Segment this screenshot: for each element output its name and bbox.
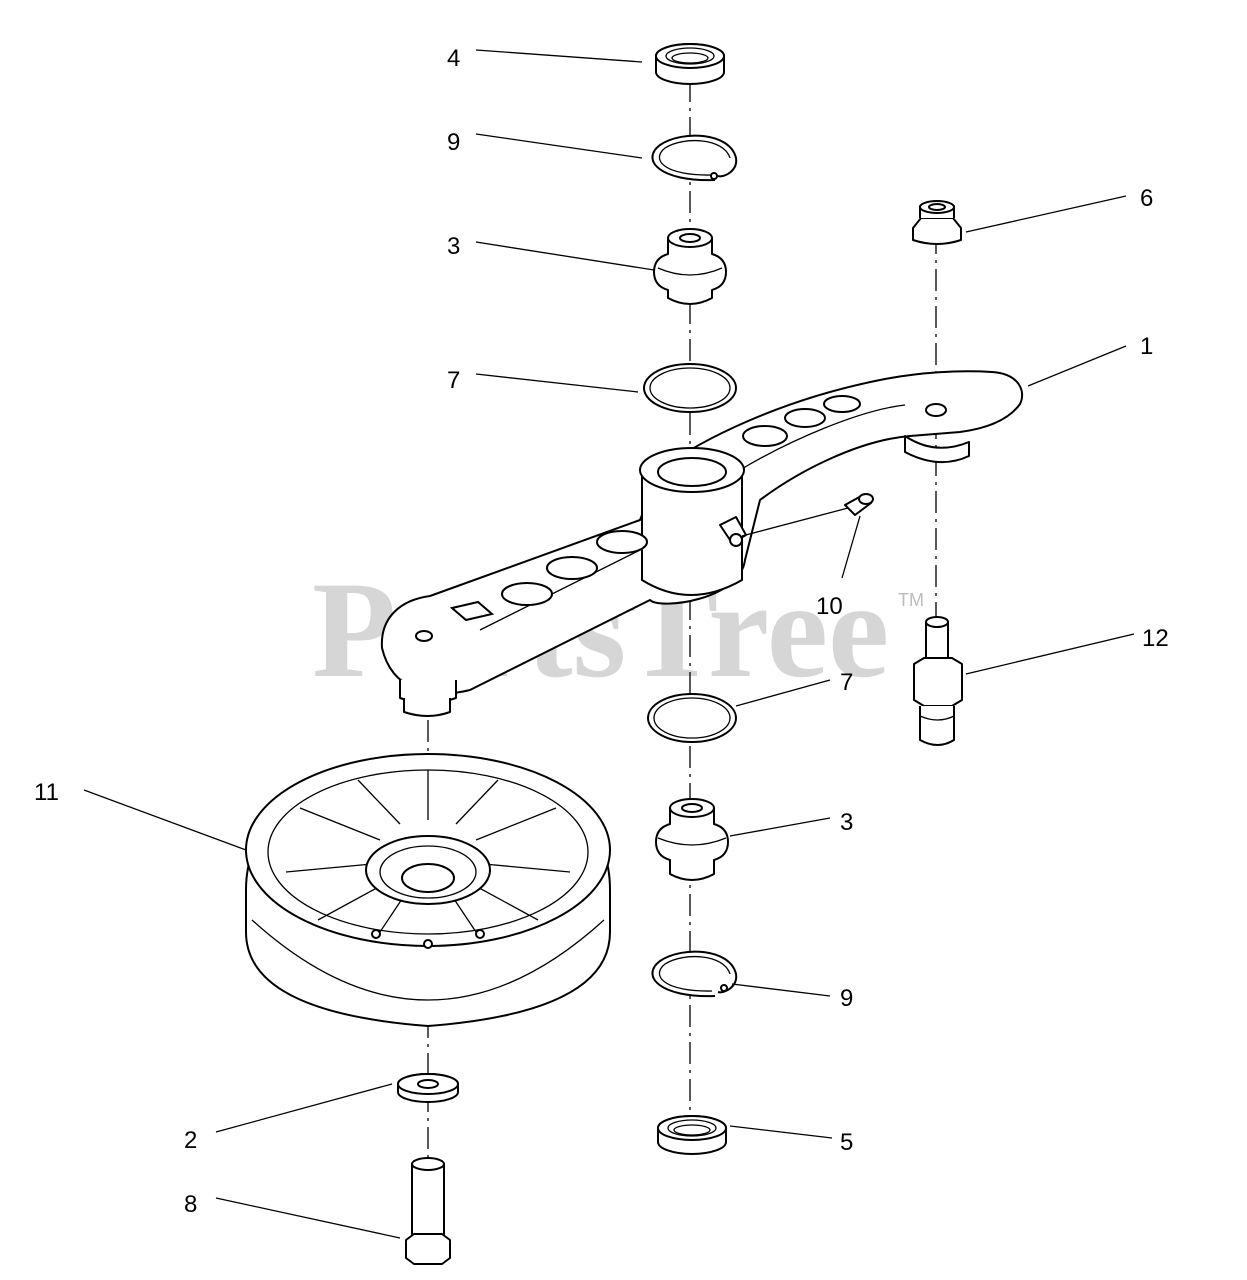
grease-fitting [844,493,874,516]
callout-7-bottom: 7 [840,669,853,696]
snap-ring-bottom [651,950,738,998]
callout-2: 2 [184,1127,197,1154]
seal-top [655,43,725,85]
callout-1: 1 [1140,333,1153,360]
o-ring-top [643,363,737,413]
flat-washer [397,1073,459,1103]
callout-6: 6 [1140,185,1153,212]
callout-11: 11 [34,779,59,806]
o-ring-bottom [647,693,737,743]
shoulder-stud [913,616,963,746]
leader-lines [83,49,1135,1239]
callout-10: 10 [816,593,843,620]
callout-7-top: 7 [447,367,460,394]
callout-9-top: 9 [447,129,460,156]
callout-8: 8 [184,1191,197,1218]
callout-9-bottom: 9 [840,985,853,1012]
callout-4: 4 [447,45,460,72]
callout-3-bottom: 3 [840,809,853,836]
snap-ring-top [651,134,738,182]
idler-pulley [245,753,611,1027]
idler-arm [380,370,1024,717]
callout-12: 12 [1142,625,1169,652]
seal-bottom [657,1115,727,1155]
callout-5: 5 [840,1129,853,1156]
bearing-bottom [655,798,729,881]
hex-bolt [405,1157,451,1265]
callout-labels: 4 9 3 7 6 1 10 12 7 11 3 9 2 5 8 [34,45,1169,1218]
flange-nut [912,200,962,245]
callout-3-top: 3 [447,233,460,260]
watermark-trademark: TM [898,590,924,610]
bearing-top [653,228,727,305]
